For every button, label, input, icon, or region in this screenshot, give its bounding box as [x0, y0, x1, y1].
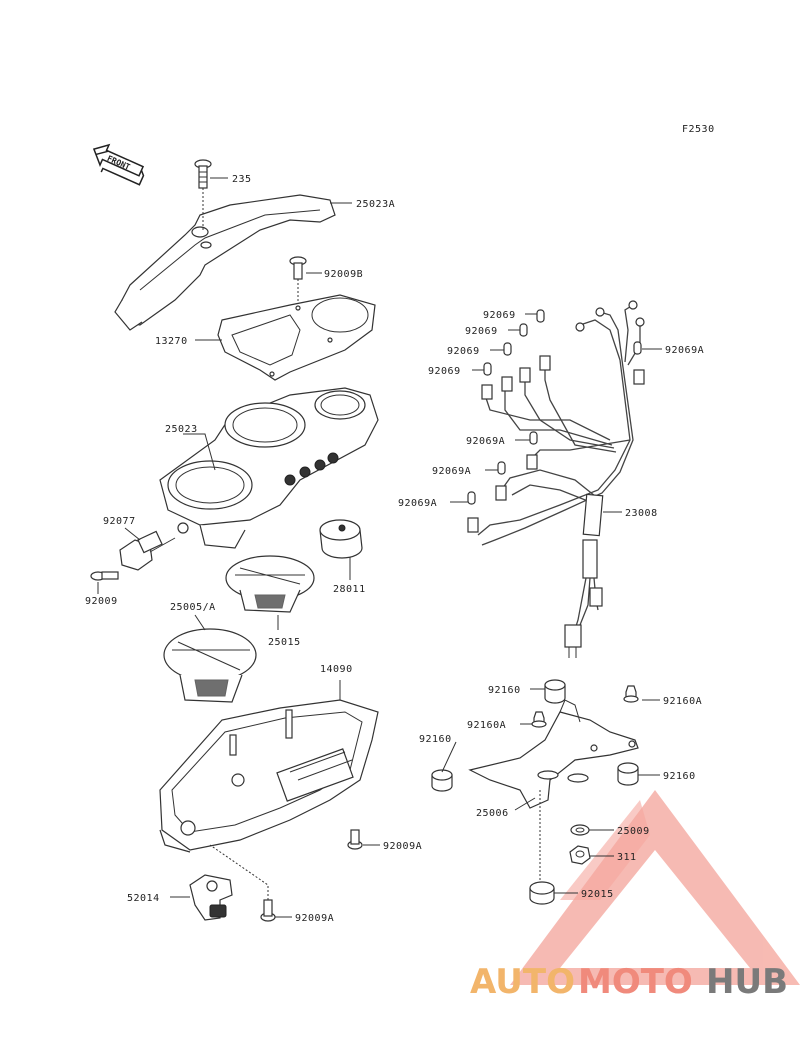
- meter-25015: [225, 555, 315, 613]
- label-311: 311: [617, 852, 637, 863]
- label-235: 235: [232, 174, 252, 185]
- screw-235: [194, 159, 212, 230]
- socket-28011: [319, 519, 363, 559]
- watermark-part1: AUTO: [470, 962, 575, 1002]
- watermark-part3: HUB: [706, 962, 788, 1002]
- label-25023A: 25023A: [356, 199, 395, 210]
- label-92077: 92077: [103, 516, 136, 527]
- grommet-92160-2: [431, 769, 453, 792]
- watermark-part2: MOTO: [578, 962, 693, 1002]
- bracket-25023A: [114, 194, 336, 331]
- label-14090: 14090: [320, 664, 353, 675]
- bracket-52014: [189, 874, 233, 921]
- gasket-13270: [217, 294, 376, 381]
- figure-code: F2530: [682, 124, 715, 135]
- label-25015: 25015: [268, 637, 301, 648]
- damper-92015: [529, 881, 555, 905]
- label-92069-4: 92069: [428, 366, 461, 377]
- watermark-logo: [510, 790, 800, 985]
- bracket-25006: [468, 699, 639, 885]
- grommet-92160-3: [617, 762, 639, 786]
- label-92009A-1: 92009A: [383, 841, 422, 852]
- label-92069A-2: 92069A: [466, 436, 505, 447]
- meter-case-14090: [159, 699, 379, 853]
- collar-92160A-1: [531, 711, 547, 728]
- screw-92009B: [289, 256, 307, 305]
- leader-lines: [97, 177, 662, 918]
- screw-92009A-2: [209, 844, 276, 922]
- meter-housing-25023: [159, 387, 379, 549]
- label-92160A-2: 92160A: [663, 696, 702, 707]
- label-25005A: 25005/A: [170, 602, 216, 613]
- label-28011: 28011: [333, 584, 366, 595]
- label-92160A-1: 92160A: [467, 720, 506, 731]
- front-arrow-icon: FRONT: [92, 143, 145, 186]
- label-92160-3: 92160: [663, 771, 696, 782]
- meter-25005A: [163, 628, 257, 703]
- label-92009A-2: 92009A: [295, 913, 334, 924]
- wiring-harness-23008: [467, 300, 645, 658]
- label-25023: 25023: [165, 424, 198, 435]
- label-92069-1: 92069: [483, 310, 516, 321]
- label-92009: 92009: [85, 596, 118, 607]
- screw-92009: [90, 571, 119, 581]
- bulbs-92069: [467, 309, 642, 505]
- grommet-92160-1: [544, 679, 566, 704]
- collar-92160A-2: [623, 685, 639, 703]
- label-52014: 52014: [127, 893, 160, 904]
- label-92160-1: 92160: [488, 685, 521, 696]
- label-13270: 13270: [155, 336, 188, 347]
- part-labels: 235 25023A 92009B 13270 25023 92077 9200…: [85, 174, 704, 924]
- watermark-text: AUTO MOTO HUB: [470, 962, 788, 1002]
- washer-25009: [570, 824, 590, 836]
- label-92069A-3: 92069A: [432, 466, 471, 477]
- cable-fitting-92077: [119, 530, 176, 571]
- label-23008: 23008: [625, 508, 658, 519]
- label-25009: 25009: [617, 826, 650, 837]
- label-92069A-4: 92069A: [398, 498, 437, 509]
- label-92069A-1: 92069A: [665, 345, 704, 356]
- nut-311: [569, 845, 591, 865]
- label-92069-3: 92069: [447, 346, 480, 357]
- label-92069-2: 92069: [465, 326, 498, 337]
- screw-92009A-1: [347, 829, 363, 850]
- label-25006: 25006: [476, 808, 509, 819]
- label-92015: 92015: [581, 889, 614, 900]
- label-92009B: 92009B: [324, 269, 363, 280]
- label-92160-2: 92160: [419, 734, 452, 745]
